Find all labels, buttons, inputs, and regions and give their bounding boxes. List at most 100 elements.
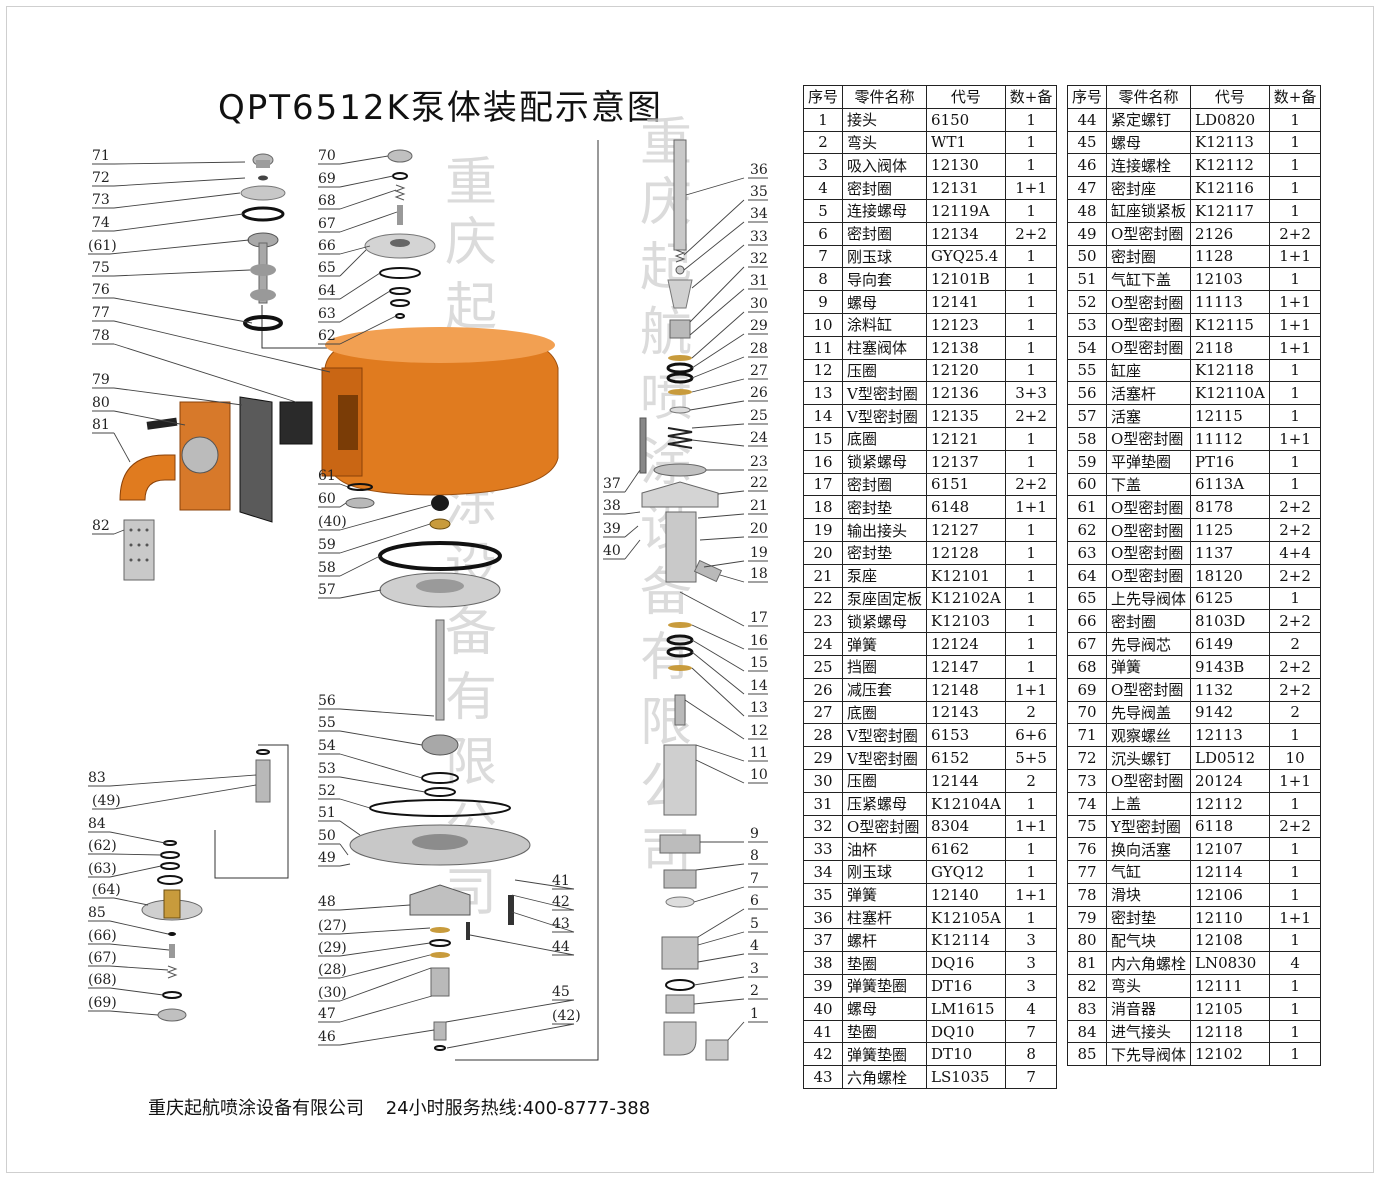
part-number-label: 43 xyxy=(552,916,570,932)
cell-qty: 2+2 xyxy=(1268,495,1322,520)
cell-code: 6148 xyxy=(926,495,1006,520)
leader-line xyxy=(514,879,575,890)
cell-code: 12136 xyxy=(926,381,1006,406)
cell-code: GYQ12 xyxy=(926,860,1006,884)
leader-line xyxy=(339,249,367,277)
leader-line xyxy=(113,410,186,426)
part-number-label: 28 xyxy=(750,341,768,357)
cell-code: 1132 xyxy=(1190,677,1270,702)
cell-code: 6153 xyxy=(926,723,1006,748)
cell-qty: 2+2 xyxy=(1268,814,1322,839)
cell-no: 6 xyxy=(802,221,844,246)
cell-no: 14 xyxy=(802,404,844,428)
cell-name: 底圈 xyxy=(842,426,928,451)
cell-code: 9142 xyxy=(1190,700,1270,725)
cell-name: O型密封圈 xyxy=(1106,426,1192,451)
cell-no: 17 xyxy=(802,472,844,497)
col-header-code: 代号 xyxy=(926,85,1006,109)
cell-code: 8304 xyxy=(926,814,1006,839)
cell-code: 12134 xyxy=(926,221,1006,246)
leader-line xyxy=(113,784,257,810)
cell-name: V型密封圈 xyxy=(842,746,928,770)
cell-name: 柱塞杆 xyxy=(842,905,928,930)
leader-line xyxy=(339,1029,435,1046)
cell-qty: 1 xyxy=(1004,153,1058,178)
cell-no: 15 xyxy=(802,426,844,451)
cell-name: 内六角螺栓 xyxy=(1106,951,1192,976)
cell-code: 12102 xyxy=(1190,1042,1270,1067)
cell-qty: 7 xyxy=(1004,1065,1058,1090)
cell-name: 紧定螺钉 xyxy=(1106,107,1192,132)
cell-no: 30 xyxy=(802,768,844,793)
watermark-char: 喷 xyxy=(640,368,692,428)
cell-qty: 1 xyxy=(1268,381,1322,406)
cell-code: 12147 xyxy=(926,654,1006,679)
part-number-label: (29) xyxy=(318,940,347,956)
cell-name: 连接螺母 xyxy=(842,198,928,223)
cell-name: 螺母 xyxy=(1106,130,1192,155)
part-number-label: 15 xyxy=(750,655,768,671)
cell-qty: 1 xyxy=(1268,107,1322,132)
cell-qty: 1 xyxy=(1004,107,1058,132)
cell-name: 接头 xyxy=(842,107,928,132)
cell-no: 1 xyxy=(802,107,844,132)
cell-code: LM1615 xyxy=(926,996,1006,1021)
cell-no: 8 xyxy=(802,267,844,292)
cell-qty: 5+5 xyxy=(1004,746,1058,770)
connector-line xyxy=(214,744,289,879)
leader-line xyxy=(113,897,149,906)
cell-qty: 2 xyxy=(1268,700,1322,725)
part-number-label: 73 xyxy=(92,192,110,208)
cell-qty: 1 xyxy=(1268,860,1322,884)
leader-line xyxy=(691,651,745,695)
watermark-char: 备 xyxy=(445,603,497,663)
cell-no: 43 xyxy=(802,1065,844,1090)
cell-no: 36 xyxy=(802,905,844,930)
part-number-label: 70 xyxy=(318,148,336,164)
leader-line xyxy=(339,730,423,746)
leader-line xyxy=(339,708,435,717)
cell-qty: 1+1 xyxy=(1268,768,1322,793)
cell-code: 12110 xyxy=(1190,905,1270,930)
part-number-label: 80 xyxy=(92,395,110,411)
part-number-label: 67 xyxy=(318,216,336,232)
part-number-label: (69) xyxy=(88,995,117,1011)
cell-qty: 1 xyxy=(1268,358,1322,383)
leader-line xyxy=(703,560,745,568)
part-number-label: 44 xyxy=(552,939,570,955)
part-number-label: 27 xyxy=(750,363,768,379)
part-number-label: 42 xyxy=(552,894,570,910)
cell-qty: 1 xyxy=(1268,837,1322,862)
leader-line xyxy=(697,953,745,963)
part-number-label: (64) xyxy=(92,882,121,898)
part-number-label: 20 xyxy=(750,521,768,537)
cell-qty: 1 xyxy=(1004,130,1058,155)
cell-name: O型密封圈 xyxy=(1106,495,1192,520)
cell-qty: 1+1 xyxy=(1268,426,1322,451)
cell-code: 6151 xyxy=(926,472,1006,497)
cell-no: 28 xyxy=(802,723,844,748)
cell-code: 20124 xyxy=(1190,768,1270,793)
cell-no: 21 xyxy=(802,563,844,588)
leader-line xyxy=(693,998,745,1005)
cell-qty: 1 xyxy=(1004,312,1058,337)
cell-qty: 1 xyxy=(1268,472,1322,497)
cell-no: 62 xyxy=(1066,518,1108,542)
cell-name: 压圈 xyxy=(842,358,928,383)
cell-name: 消音器 xyxy=(1106,996,1192,1021)
part-number-label: 77 xyxy=(92,305,110,321)
